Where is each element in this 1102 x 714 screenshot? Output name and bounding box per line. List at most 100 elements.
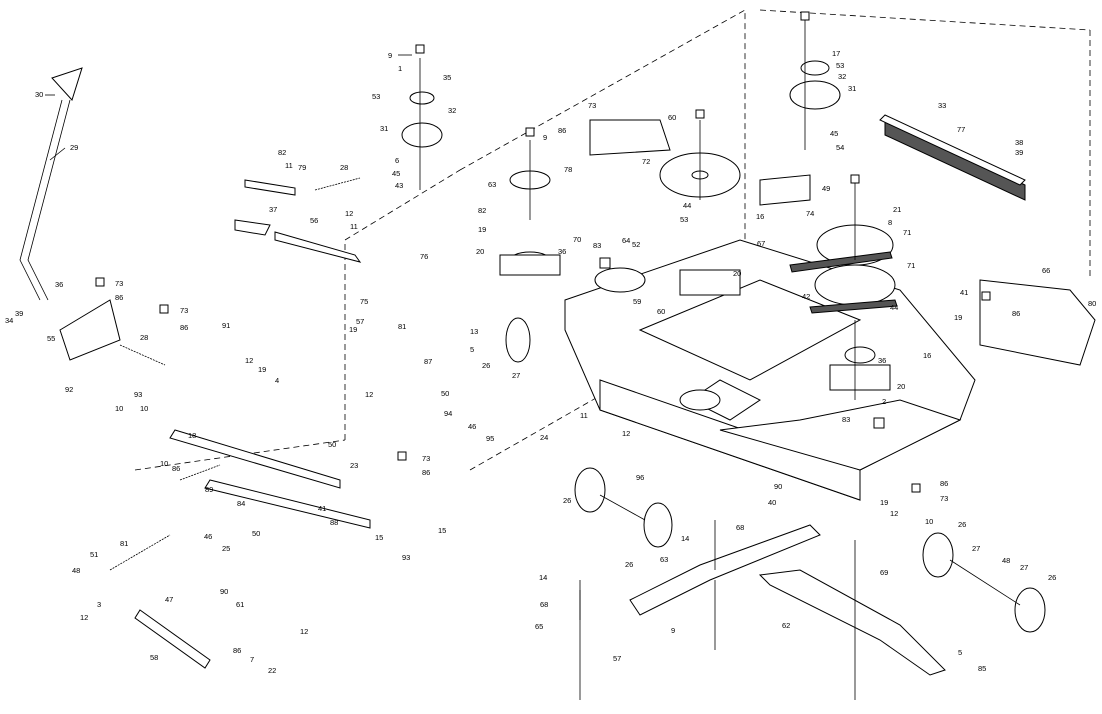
callout-74: 74 bbox=[806, 209, 814, 218]
callout-86: 86 bbox=[180, 323, 188, 332]
callout-12: 12 bbox=[622, 429, 630, 438]
callout-66: 66 bbox=[1042, 266, 1050, 275]
callout-12: 12 bbox=[890, 509, 898, 518]
callout-42: 42 bbox=[802, 292, 810, 301]
callout-12: 12 bbox=[365, 390, 373, 399]
callout-61: 61 bbox=[236, 600, 244, 609]
dashed-guidelines bbox=[134, 9, 1091, 471]
callout-63: 63 bbox=[660, 555, 668, 564]
callout-47: 47 bbox=[165, 595, 173, 604]
callout-86: 86 bbox=[172, 464, 180, 473]
callout-27: 27 bbox=[1020, 563, 1028, 572]
callout-56: 56 bbox=[310, 216, 318, 225]
callout-26: 26 bbox=[958, 520, 966, 529]
callout-53: 53 bbox=[372, 92, 380, 101]
callout-58: 58 bbox=[150, 653, 158, 662]
callout-18: 18 bbox=[188, 431, 196, 440]
callout-69: 69 bbox=[880, 568, 888, 577]
callout-28: 28 bbox=[340, 163, 348, 172]
callout-73: 73 bbox=[115, 279, 123, 288]
callout-85: 85 bbox=[978, 664, 986, 673]
callout-36: 36 bbox=[558, 247, 566, 256]
callout-1: 1 bbox=[398, 64, 402, 73]
callout-39: 39 bbox=[15, 309, 23, 318]
callout-10: 10 bbox=[115, 404, 123, 413]
mower-deck bbox=[564, 239, 976, 501]
cutting-blades bbox=[579, 520, 946, 676]
callout-62: 62 bbox=[782, 621, 790, 630]
callout-64: 64 bbox=[622, 236, 630, 245]
callout-87: 87 bbox=[424, 357, 432, 366]
callout-16: 16 bbox=[923, 351, 931, 360]
callout-57: 57 bbox=[356, 317, 364, 326]
callout-12: 12 bbox=[245, 356, 253, 365]
callout-93: 93 bbox=[134, 390, 142, 399]
callout-63: 63 bbox=[488, 180, 496, 189]
callout-3: 3 bbox=[97, 600, 101, 609]
callout-19: 19 bbox=[880, 498, 888, 507]
callout-82: 82 bbox=[278, 148, 286, 157]
callout-26: 26 bbox=[482, 361, 490, 370]
callout-59: 59 bbox=[633, 297, 641, 306]
callout-88: 88 bbox=[330, 518, 338, 527]
callout-24: 24 bbox=[540, 433, 548, 442]
callout-13: 13 bbox=[470, 327, 478, 336]
callout-45: 45 bbox=[830, 129, 838, 138]
callout-55: 55 bbox=[47, 334, 55, 343]
callout-7: 7 bbox=[250, 655, 254, 664]
callout-92: 92 bbox=[65, 385, 73, 394]
callout-45: 45 bbox=[392, 169, 400, 178]
callout-46: 46 bbox=[468, 422, 476, 431]
callout-11: 11 bbox=[350, 222, 358, 231]
callout-95: 95 bbox=[486, 434, 494, 443]
callout-14: 14 bbox=[539, 573, 547, 582]
callout-11: 11 bbox=[285, 161, 293, 170]
callout-53: 53 bbox=[836, 61, 844, 70]
callout-84: 84 bbox=[237, 499, 245, 508]
callout-51: 51 bbox=[90, 550, 98, 559]
callout-16: 16 bbox=[756, 212, 764, 221]
callout-30: 30 bbox=[35, 90, 43, 99]
callout-9: 9 bbox=[543, 133, 547, 142]
callout-20: 20 bbox=[476, 247, 484, 256]
callout-10: 10 bbox=[925, 517, 933, 526]
callout-73: 73 bbox=[588, 101, 596, 110]
callout-32: 32 bbox=[448, 106, 456, 115]
callout-41: 41 bbox=[318, 504, 326, 513]
callout-5: 5 bbox=[470, 345, 474, 354]
callout-26: 26 bbox=[1048, 573, 1056, 582]
callout-43: 43 bbox=[395, 181, 403, 190]
callout-86: 86 bbox=[558, 126, 566, 135]
callout-36: 36 bbox=[55, 280, 63, 289]
callout-54: 54 bbox=[836, 143, 844, 152]
callout-50: 50 bbox=[441, 389, 449, 398]
callout-32: 32 bbox=[838, 72, 846, 81]
callout-44: 44 bbox=[890, 303, 898, 312]
callout-89: 89 bbox=[205, 485, 213, 494]
callout-60: 60 bbox=[657, 307, 665, 316]
callout-50: 50 bbox=[252, 529, 260, 538]
callout-27: 27 bbox=[512, 371, 520, 380]
pulley-stacks bbox=[401, 60, 898, 391]
callout-8: 8 bbox=[888, 218, 892, 227]
callout-28: 28 bbox=[140, 333, 148, 342]
callout-91: 91 bbox=[222, 321, 230, 330]
callout-76: 76 bbox=[420, 252, 428, 261]
callout-70: 70 bbox=[573, 235, 581, 244]
callout-31: 31 bbox=[380, 124, 388, 133]
callout-75: 75 bbox=[360, 297, 368, 306]
callout-19: 19 bbox=[478, 225, 486, 234]
callout-38: 38 bbox=[1015, 138, 1023, 147]
callout-90: 90 bbox=[220, 587, 228, 596]
callout-19: 19 bbox=[954, 313, 962, 322]
callout-12: 12 bbox=[80, 613, 88, 622]
callout-86: 86 bbox=[1012, 309, 1020, 318]
callout-20: 20 bbox=[897, 382, 905, 391]
callout-71: 71 bbox=[907, 261, 915, 270]
callout-65: 65 bbox=[535, 622, 543, 631]
callout-2: 2 bbox=[882, 397, 886, 406]
callout-5: 5 bbox=[958, 648, 962, 657]
callout-14: 14 bbox=[681, 534, 689, 543]
